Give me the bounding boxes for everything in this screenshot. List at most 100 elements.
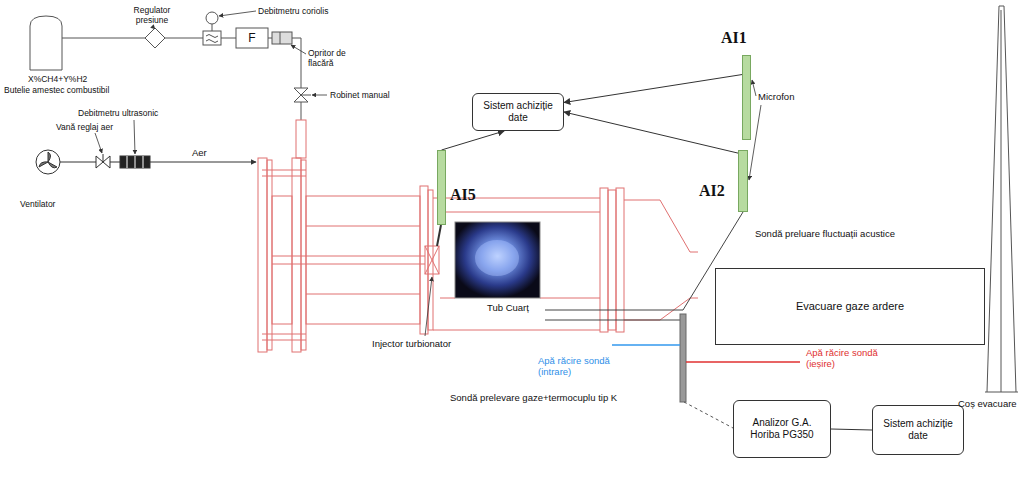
flame-window [475, 240, 519, 276]
burner-drawing [258, 120, 698, 352]
cooling-in [612, 344, 680, 346]
fuel-line [62, 38, 145, 39]
leader-lines [312, 95, 327, 96]
microphone-probe: AI5 [437, 150, 446, 225]
burner-drawing [306, 196, 420, 324]
air-line [143, 156, 144, 168]
burner-drawing [440, 298, 455, 299]
burner-drawing [272, 256, 425, 257]
burner-drawing [292, 158, 301, 352]
chimney [1001, 10, 1002, 392]
cooling-out [686, 361, 800, 363]
air-line [135, 156, 136, 168]
fuel-line [268, 38, 272, 39]
leader-lines [425, 277, 432, 336]
leader-lines [219, 11, 256, 16]
fuel-line [206, 35, 218, 43]
component-label: Regulator presiune [122, 5, 182, 25]
gauge [206, 12, 218, 24]
burner-drawing [624, 200, 698, 252]
channel-label: AI5 [450, 186, 476, 204]
leader-lines [95, 133, 102, 153]
fuel-line [301, 102, 302, 120]
acquisition-box: Sistem achiziție date [872, 405, 964, 455]
analyzer-box: Analizor G.A. Horiba PG350 [733, 400, 831, 458]
burner-drawing [306, 294, 420, 295]
burner-drawing [420, 186, 428, 334]
connector-line [442, 131, 505, 150]
burner-drawing [433, 330, 600, 331]
leader-lines [291, 45, 306, 54]
burner-drawing [540, 298, 600, 299]
component-label: Sondă preluare fluctuații acustice [755, 228, 895, 239]
burner-drawing [267, 160, 272, 350]
burner-drawing [296, 120, 306, 158]
air-line [36, 150, 256, 174]
component-label: Tub Cuarț [485, 302, 531, 313]
component-label: Debitmetru ultrasonic [78, 108, 158, 118]
burner-drawing [262, 340, 306, 341]
burner-drawing [262, 170, 306, 171]
ultrasonic-meter [120, 156, 150, 168]
burner-drawing [262, 334, 306, 335]
burner-drawing [258, 158, 267, 352]
component-label: Sondă prelevare gaze+termocuplu tip K [450, 392, 617, 403]
component-label: Robinet manual [330, 90, 390, 100]
gas-cylinder [30, 16, 62, 70]
component-label: Coș evacuare [958, 398, 1017, 409]
fuel-line [30, 12, 311, 120]
cooling-label: Apă răcire sondă (intrare) [538, 355, 624, 378]
air-line [39, 152, 57, 168]
flame-window [455, 222, 540, 298]
gas-probe [545, 320, 680, 321]
burner-drawing [272, 264, 425, 265]
burner-drawing [624, 298, 698, 320]
air-line [103, 156, 110, 168]
burner-drawing [425, 246, 439, 274]
connector-line [831, 429, 872, 430]
flame-window [455, 222, 540, 298]
flame-arrestor [272, 32, 292, 44]
burner-drawing [425, 246, 439, 274]
burner-drawing [425, 246, 439, 274]
channel-label: AI1 [721, 29, 747, 47]
dashed-link [684, 402, 733, 428]
component-label: Vană reglaj aer [56, 122, 113, 132]
fuel-line [221, 38, 236, 39]
burner-drawing [272, 196, 292, 324]
symbol-letter: F [236, 31, 268, 45]
fuel-line [165, 38, 203, 39]
fuel-line [301, 95, 311, 96]
channel-label: AI2 [699, 182, 725, 200]
flow-label: Aer [192, 147, 207, 158]
burner-drawing [608, 190, 616, 330]
fan [36, 150, 60, 174]
cooling-label: Apă răcire sondă (ieșire) [806, 347, 892, 370]
box-text: Analizor G.A. Horiba PG350 [739, 417, 825, 442]
burner-drawing [301, 160, 306, 350]
leader-lines [134, 120, 135, 154]
filter-box [236, 28, 268, 48]
box-text: Evacuare gaze ardere [796, 300, 904, 314]
exhaust-box: Evacuare gaze ardere [715, 268, 985, 345]
burner-drawing [440, 212, 600, 213]
air-line [60, 162, 96, 163]
probe-bar [680, 314, 686, 402]
connector-line [564, 75, 742, 103]
fuel-line [294, 95, 308, 102]
acoustic-probe [545, 212, 743, 310]
chimney [985, 392, 1018, 393]
air-line [110, 162, 120, 163]
probes [437, 225, 441, 246]
box-text: Sistem achiziție date [478, 100, 558, 125]
burner-drawing [262, 176, 306, 177]
acquisition-box: Sistem achiziție date [472, 93, 564, 131]
fuel-line [292, 38, 301, 88]
microphone-probe: AI1 [742, 55, 751, 140]
fuel-line [280, 32, 281, 44]
coriolis-meter [203, 31, 221, 45]
component-label: Injector turbionator [372, 338, 451, 349]
fuel-line [212, 24, 213, 31]
